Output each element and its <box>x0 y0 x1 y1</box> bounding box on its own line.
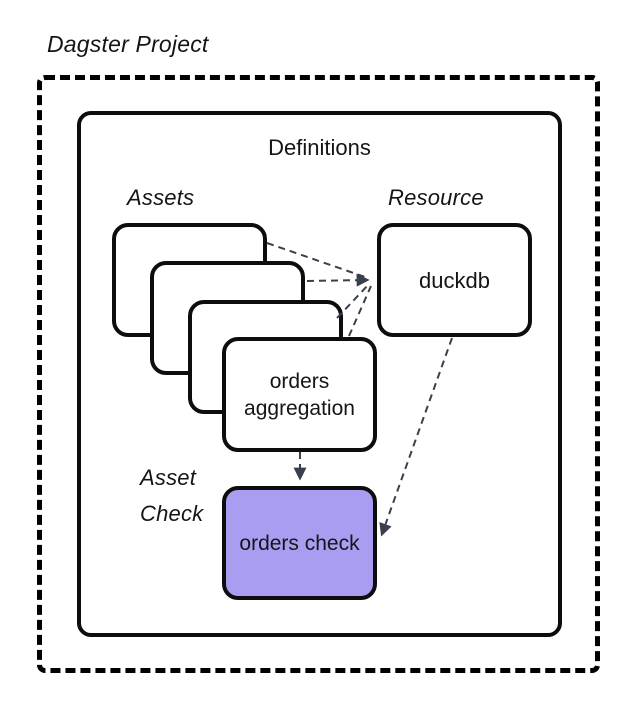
node-orders-aggregation-label: orders aggregation <box>244 369 355 420</box>
asset-check-group-label: Asset Check <box>140 460 203 532</box>
asset-check-label-line2: Check <box>140 501 204 526</box>
node-orders-check: orders check <box>222 486 377 600</box>
assets-group-label: Assets <box>127 185 195 210</box>
node-duckdb-label: duckdb <box>419 267 490 293</box>
diagram-title: Dagster Project <box>47 31 209 57</box>
node-orders-aggregation: orders aggregation <box>222 337 377 452</box>
dagster-project-boundary <box>37 75 600 673</box>
node-orders-check-label: orders check <box>239 531 360 555</box>
resource-group-label: Resource <box>388 185 484 210</box>
asset-check-label-line1: Asset <box>140 465 197 490</box>
definitions-title: Definitions <box>268 135 371 160</box>
node-duckdb: duckdb <box>377 223 532 337</box>
